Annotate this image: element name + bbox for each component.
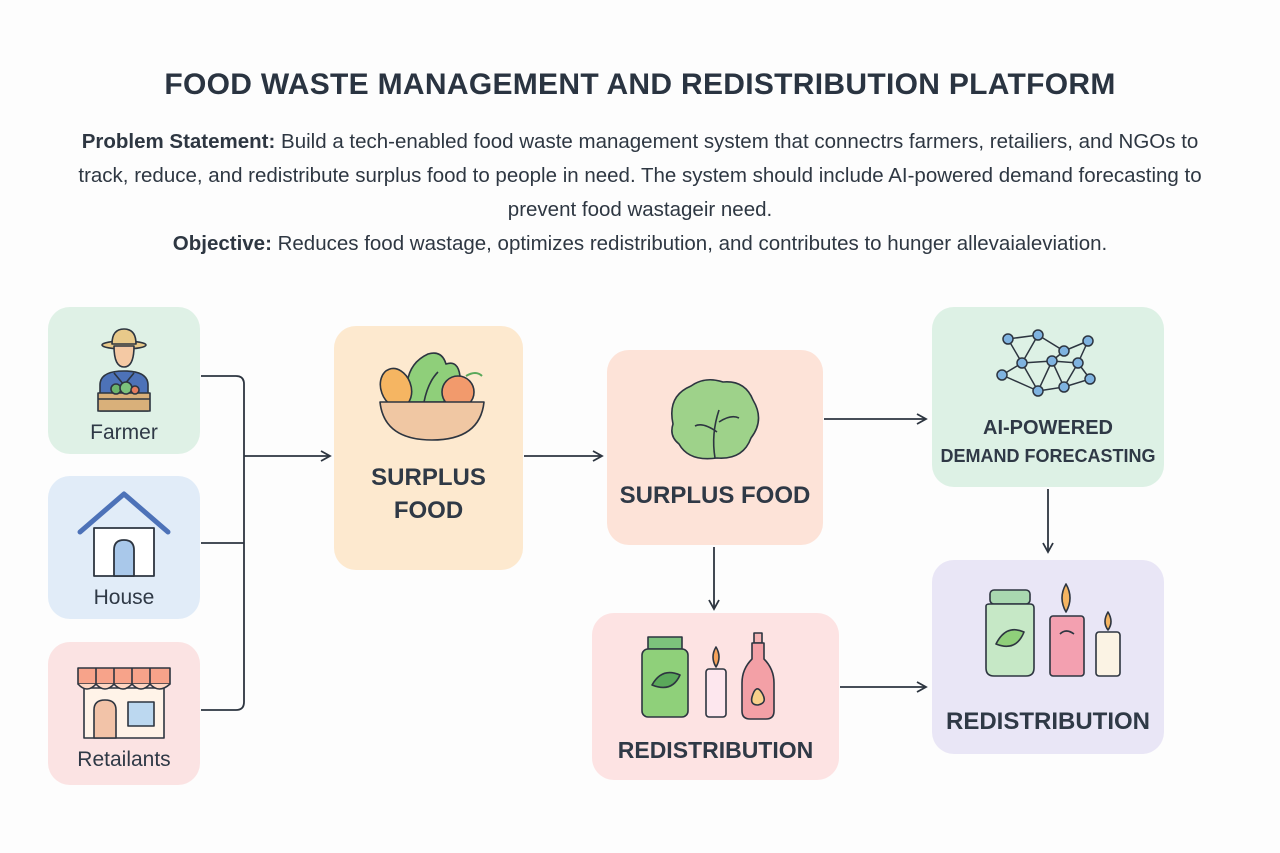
- redistribution-1-label: REDISTRIBUTION: [617, 737, 814, 763]
- house-card: House: [48, 476, 200, 619]
- food-bowl-icon: [379, 352, 485, 441]
- house-icon: [77, 491, 171, 577]
- retailants-label: Retailants: [77, 748, 171, 771]
- redistribution-card-1: REDISTRIBUTION: [592, 613, 839, 780]
- candles-jar-icon: [985, 583, 1121, 677]
- redistribution-card-2: REDISTRIBUTION: [932, 560, 1164, 754]
- surplus-food-card-2: SURPLUS FOOD: [607, 350, 823, 545]
- problem-statement: Problem Statement: Build a tech-enabled …: [60, 125, 1220, 227]
- surplus-food-card-1: SURPLUS FOOD: [334, 326, 523, 570]
- redistribution-2-label: REDISTRIBUTION: [946, 708, 1150, 735]
- network-icon: [996, 329, 1096, 397]
- page-title: FOOD WASTE MANAGEMENT AND REDISTRIBUTION…: [164, 68, 1116, 101]
- forecasting-card: AI-POWERED DEMAND FORECASTING: [932, 307, 1164, 487]
- surplus-food-1-label-line1: SURPLUS: [371, 464, 486, 491]
- store-icon: [77, 667, 171, 739]
- farmer-label: Farmer: [90, 421, 158, 444]
- forecasting-label-line2: DEMAND FORECASTING: [940, 446, 1156, 466]
- description: Problem Statement: Build a tech-enabled …: [60, 125, 1220, 261]
- farmer-icon: [97, 328, 151, 412]
- surplus-food-2-label: SURPLUS FOOD: [619, 482, 811, 509]
- objective-label: Objective:: [172, 232, 272, 255]
- objective: Objective: Reduces food wastage, optimiz…: [60, 227, 1220, 261]
- problem-text: Build a tech-enabled food waste manageme…: [78, 130, 1202, 221]
- retailants-card: Retailants: [48, 642, 200, 785]
- jars-icon: [641, 632, 775, 720]
- house-label: House: [93, 586, 155, 609]
- lettuce-icon: [671, 378, 760, 460]
- objective-text: Reduces food wastage, optimizes redistri…: [271, 232, 1108, 255]
- surplus-food-1-label-line2: FOOD: [393, 497, 464, 524]
- farmer-card: Farmer: [48, 307, 200, 454]
- forecasting-label-line1: AI-POWERED: [983, 417, 1113, 439]
- problem-label: Problem Statement:: [81, 130, 276, 153]
